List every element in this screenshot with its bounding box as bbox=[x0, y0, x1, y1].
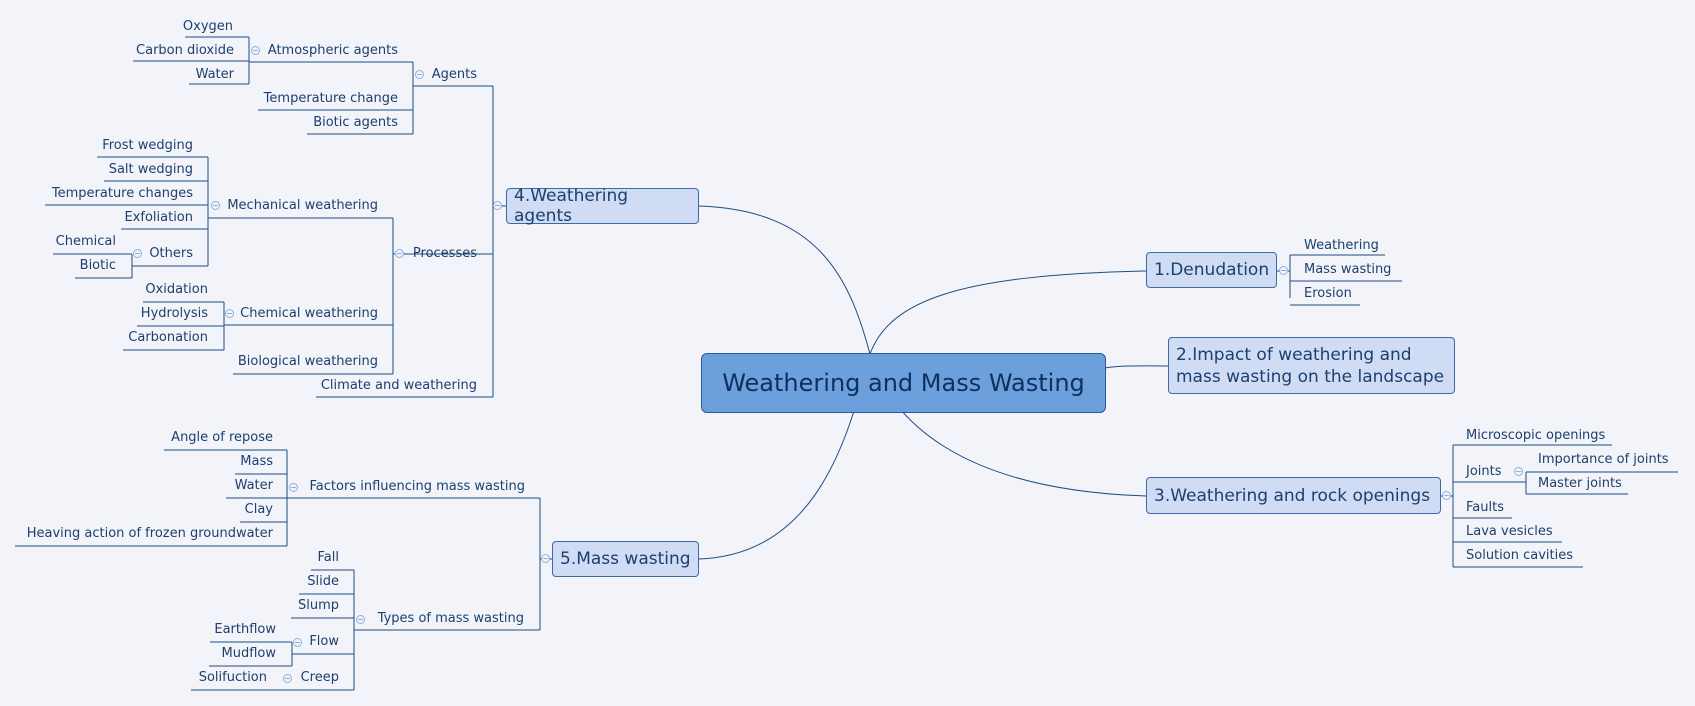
collapse-icon[interactable] bbox=[211, 201, 220, 210]
subtopic-types-of-mass-wasting[interactable]: Types of mass wasting bbox=[377, 611, 524, 626]
topic-mass-wasting[interactable]: 5.Mass wasting bbox=[552, 541, 699, 577]
collapse-icon[interactable] bbox=[1279, 266, 1288, 275]
collapse-icon[interactable] bbox=[395, 249, 404, 258]
subtopic-biotic-agents[interactable]: Biotic agents bbox=[313, 115, 398, 130]
subtopic-heaving-action[interactable]: Heaving action of frozen groundwater bbox=[26, 526, 273, 541]
subtopic-chemical[interactable]: Chemical bbox=[55, 234, 116, 249]
subtopic-angle-of-repose[interactable]: Angle of repose bbox=[171, 430, 273, 445]
subtopic-water[interactable]: Water bbox=[195, 67, 234, 82]
subtopic-carbon-dioxide[interactable]: Carbon dioxide bbox=[136, 43, 234, 58]
subtopic-faults[interactable]: Faults bbox=[1466, 500, 1504, 515]
collapse-icon[interactable] bbox=[415, 70, 424, 79]
subtopic-biotic[interactable]: Biotic bbox=[79, 258, 116, 273]
subtopic-factors-influencing-mass-wasting[interactable]: Factors influencing mass wasting bbox=[309, 479, 525, 494]
subtopic-factor-water[interactable]: Water bbox=[234, 478, 273, 493]
subtopic-lava-vesicles[interactable]: Lava vesicles bbox=[1466, 524, 1553, 539]
collapse-icon[interactable] bbox=[541, 554, 550, 563]
subtopic-hydrolysis[interactable]: Hydrolysis bbox=[140, 306, 208, 321]
subtopic-weathering[interactable]: Weathering bbox=[1304, 238, 1379, 253]
topic-mass-wasting-label: 5.Mass wasting bbox=[560, 549, 691, 569]
topic-impact[interactable]: 2.Impact of weathering and mass wasting … bbox=[1168, 337, 1455, 394]
subtopic-mudflow[interactable]: Mudflow bbox=[221, 646, 276, 661]
subtopic-earthflow[interactable]: Earthflow bbox=[214, 622, 276, 637]
subtopic-mass-wasting[interactable]: Mass wasting bbox=[1304, 262, 1392, 277]
collapse-icon[interactable] bbox=[283, 674, 292, 683]
subtopic-oxygen[interactable]: Oxygen bbox=[182, 19, 233, 34]
subtopic-chemical-weathering[interactable]: Chemical weathering bbox=[240, 306, 378, 321]
topic-rock-openings[interactable]: 3.Weathering and rock openings bbox=[1146, 477, 1441, 514]
collapse-icon[interactable] bbox=[133, 249, 142, 258]
subtopic-solution-cavities[interactable]: Solution cavities bbox=[1466, 548, 1573, 563]
subtopic-carbonation[interactable]: Carbonation bbox=[128, 330, 208, 345]
topic-denudation-label: 1.Denudation bbox=[1154, 260, 1270, 280]
subtopic-temperature-change[interactable]: Temperature change bbox=[263, 91, 398, 106]
collapse-icon[interactable] bbox=[356, 615, 365, 624]
subtopic-importance-of-joints[interactable]: Importance of joints bbox=[1538, 452, 1669, 467]
subtopic-processes[interactable]: Processes bbox=[412, 246, 477, 261]
subtopic-microscopic-openings[interactable]: Microscopic openings bbox=[1466, 428, 1606, 443]
collapse-icon[interactable] bbox=[493, 201, 502, 210]
subtopic-slump[interactable]: Slump bbox=[297, 598, 339, 613]
collapse-icon[interactable] bbox=[1442, 491, 1451, 500]
collapse-icon[interactable] bbox=[293, 638, 302, 647]
subtopic-exfoliation[interactable]: Exfoliation bbox=[124, 210, 193, 225]
subtopic-creep[interactable]: Creep bbox=[300, 670, 339, 685]
subtopic-climate-and-weathering[interactable]: Climate and weathering bbox=[320, 378, 477, 393]
subtopic-clay[interactable]: Clay bbox=[244, 502, 273, 517]
root-topic[interactable]: Weathering and Mass Wasting bbox=[701, 353, 1106, 413]
topic-impact-label: 2.Impact of weathering and mass wasting … bbox=[1176, 344, 1445, 387]
subtopic-master-joints[interactable]: Master joints bbox=[1538, 476, 1622, 491]
subtopic-oxidation[interactable]: Oxidation bbox=[145, 282, 208, 297]
subtopic-frost-wedging[interactable]: Frost wedging bbox=[102, 138, 193, 153]
topic-weathering-agents[interactable]: 4.Weathering agents bbox=[506, 186, 699, 226]
subtopic-mass[interactable]: Mass bbox=[240, 454, 273, 469]
topic-denudation[interactable]: 1.Denudation bbox=[1146, 252, 1277, 288]
subtopic-agents[interactable]: Agents bbox=[431, 67, 477, 82]
subtopic-slide[interactable]: Slide bbox=[307, 574, 339, 589]
root-topic-label: Weathering and Mass Wasting bbox=[722, 369, 1085, 397]
subtopic-fall[interactable]: Fall bbox=[317, 550, 339, 565]
subtopic-flow[interactable]: Flow bbox=[309, 634, 339, 649]
collapse-icon[interactable] bbox=[289, 483, 298, 492]
collapse-icon[interactable] bbox=[1514, 467, 1523, 476]
subtopic-mechanical-weathering[interactable]: Mechanical weathering bbox=[227, 198, 378, 213]
subtopic-solifuction[interactable]: Solifuction bbox=[198, 670, 267, 685]
subtopic-erosion[interactable]: Erosion bbox=[1304, 286, 1352, 301]
collapse-icon[interactable] bbox=[251, 46, 260, 55]
subtopic-joints[interactable]: Joints bbox=[1466, 464, 1502, 479]
topic-weathering-agents-label: 4.Weathering agents bbox=[514, 186, 629, 226]
subtopic-temperature-changes[interactable]: Temperature changes bbox=[51, 186, 193, 201]
subtopic-biological-weathering[interactable]: Biological weathering bbox=[237, 354, 378, 369]
collapse-icon[interactable] bbox=[225, 309, 234, 318]
subtopic-atmospheric-agents[interactable]: Atmospheric agents bbox=[267, 43, 398, 58]
topic-rock-openings-label: 3.Weathering and rock openings bbox=[1154, 485, 1431, 506]
subtopic-salt-wedging[interactable]: Salt wedging bbox=[108, 162, 193, 177]
subtopic-others[interactable]: Others bbox=[149, 246, 193, 261]
